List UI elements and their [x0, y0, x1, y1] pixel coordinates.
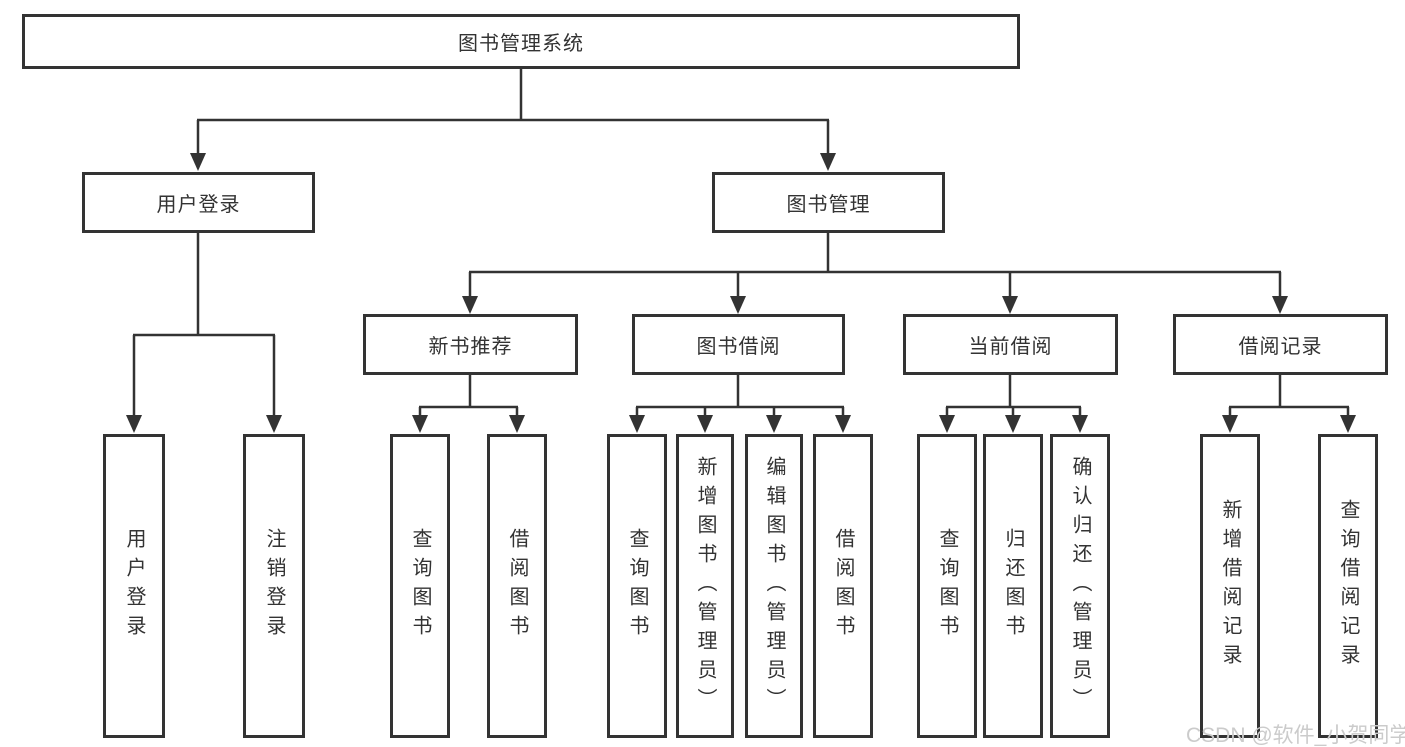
csdn-watermark: CSDN @软件_小贺同学	[1186, 724, 1405, 747]
leaf-edit-books-admin: 编辑图书（管理员）	[745, 434, 803, 738]
leaf-return-books: 归还图书	[983, 434, 1043, 738]
leaf-confirm-return-admin: 确认归还（管理员）	[1050, 434, 1110, 738]
node-user-login: 用户登录	[82, 172, 315, 233]
node-root-system: 图书管理系统	[22, 14, 1020, 69]
node-book-borrow: 图书借阅	[632, 314, 845, 375]
node-new-book-recommend: 新书推荐	[363, 314, 578, 375]
node-book-management: 图书管理	[712, 172, 945, 233]
leaf-user-login: 用户登录	[103, 434, 165, 738]
leaf-recommend-query-books: 查询图书	[390, 434, 450, 738]
node-current-borrow: 当前借阅	[903, 314, 1118, 375]
leaf-borrow-books: 借阅图书	[813, 434, 873, 738]
node-borrow-records: 借阅记录	[1173, 314, 1388, 375]
leaf-add-books-admin: 新增图书（管理员）	[676, 434, 734, 738]
leaf-borrow-query-books: 查询图书	[607, 434, 667, 738]
leaf-current-query-books: 查询图书	[917, 434, 977, 738]
leaf-logout: 注销登录	[243, 434, 305, 738]
leaf-query-borrow-record: 查询借阅记录	[1318, 434, 1378, 738]
leaf-recommend-borrow-books: 借阅图书	[487, 434, 547, 738]
leaf-add-borrow-record: 新增借阅记录	[1200, 434, 1260, 738]
